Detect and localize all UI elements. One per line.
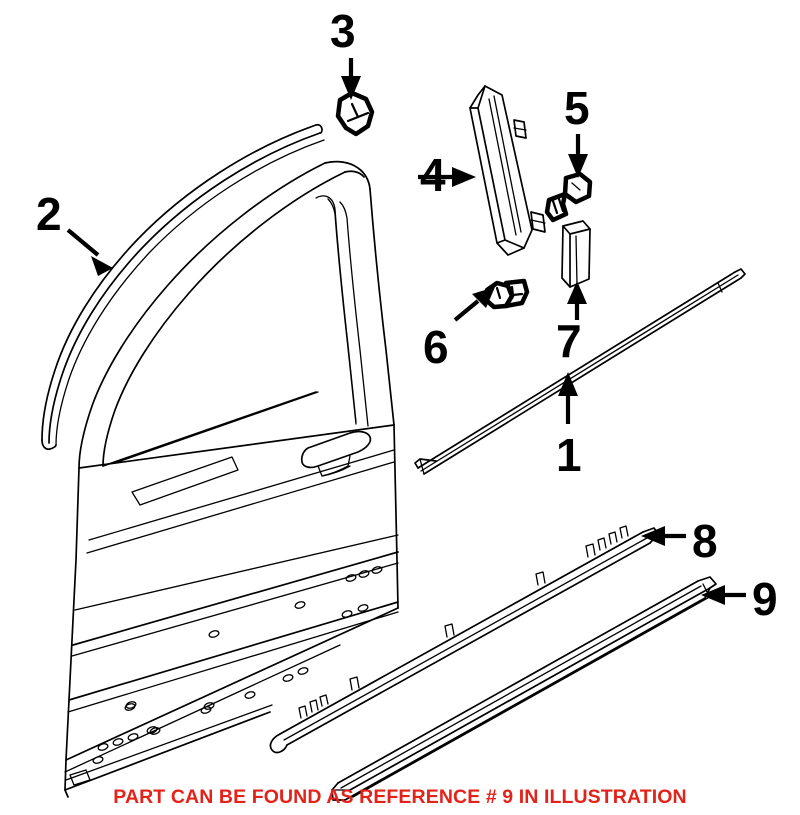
part-window-frame-roof-trim bbox=[41, 123, 325, 451]
callout-number-5: 5 bbox=[564, 82, 590, 134]
part-door-belt-molding-outer bbox=[414, 268, 746, 475]
reference-caption: PART CAN BE FOUND AS REFERENCE # 9 IN IL… bbox=[113, 786, 687, 808]
callout-number-1: 1 bbox=[556, 429, 582, 481]
callout-number-6: 6 bbox=[423, 321, 449, 373]
callout-number-9: 9 bbox=[752, 573, 778, 625]
part-trim-retainer-clip-lower bbox=[483, 278, 530, 310]
part-b-pillar-applique-trim bbox=[469, 85, 546, 256]
callout-number-2: 2 bbox=[36, 188, 62, 240]
callout-number-8: 8 bbox=[692, 515, 718, 567]
callout-number-7: 7 bbox=[556, 315, 582, 367]
callout-number-4: 4 bbox=[420, 149, 446, 201]
part-trim-retainer-clip-upper bbox=[335, 90, 375, 137]
part-exterior-door-handle bbox=[300, 430, 372, 477]
part-body-side-molding-upper bbox=[269, 525, 659, 754]
part-molding-end-cap bbox=[561, 220, 591, 288]
part-front-door-shell bbox=[64, 424, 399, 798]
part-mounting-bolt-screw bbox=[544, 171, 593, 223]
part-door-window-frame bbox=[78, 160, 395, 506]
callout-leaders bbox=[66, 58, 746, 605]
callout-number-3: 3 bbox=[330, 5, 356, 57]
part-rocker-panel-molding bbox=[331, 576, 717, 801]
door-panel-mounting-holes bbox=[92, 566, 383, 764]
